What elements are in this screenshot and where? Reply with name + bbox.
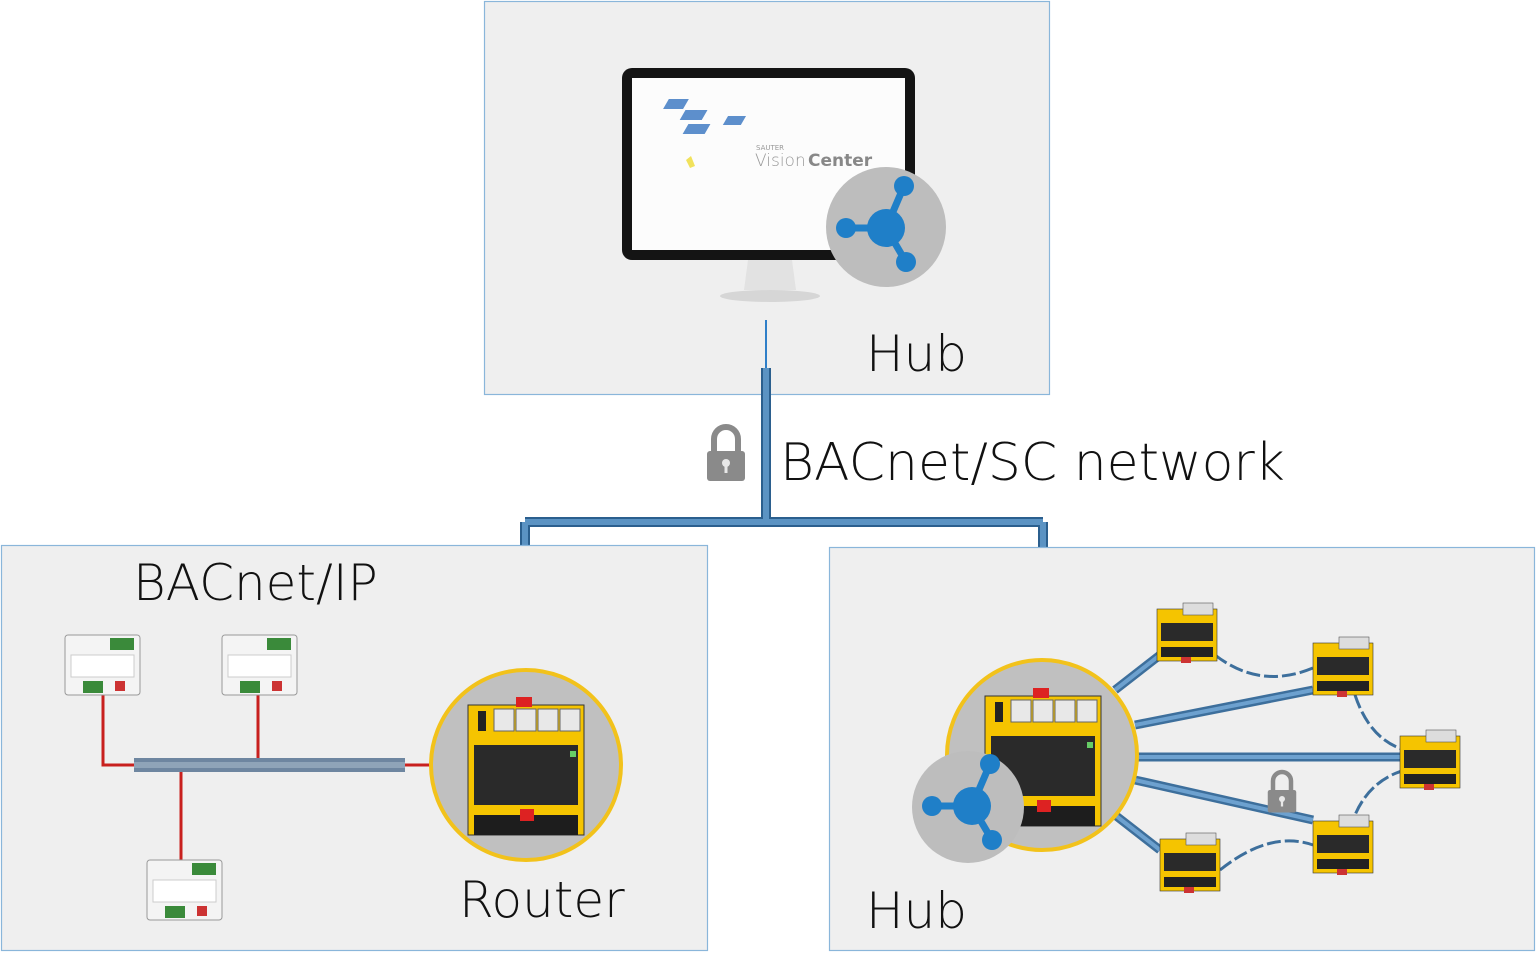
top-hub-label: Hub: [866, 325, 967, 383]
controller-device-icon: [221, 634, 298, 696]
bottom-hub-label: Hub: [866, 882, 967, 940]
controller-device-icon: [64, 634, 141, 696]
screen-brand: SAUTER: [756, 144, 784, 152]
network-label: BACnet/SC network: [780, 433, 1285, 493]
controller-device-icon: [1312, 814, 1374, 876]
router-device: [429, 668, 623, 862]
router-label: Router: [459, 871, 625, 929]
bacnet-ip-label: BACnet/IP: [133, 554, 378, 612]
controller-device-icon: [146, 859, 223, 921]
screen-product-light: Vision: [755, 151, 806, 171]
controller-device-icon: [1312, 636, 1374, 698]
hub-network-icon: [826, 167, 946, 287]
controller-device-icon: [1159, 832, 1221, 894]
lock-icon: [707, 427, 745, 481]
bacnet-ip-wiring: [101, 690, 432, 860]
hub-links: [1112, 651, 1406, 872]
controller-device-icon: [1156, 602, 1218, 664]
screen-product-bold: Center: [808, 151, 873, 171]
controller-device-icon: [1399, 729, 1461, 791]
hub-network-icon: [912, 751, 1024, 863]
